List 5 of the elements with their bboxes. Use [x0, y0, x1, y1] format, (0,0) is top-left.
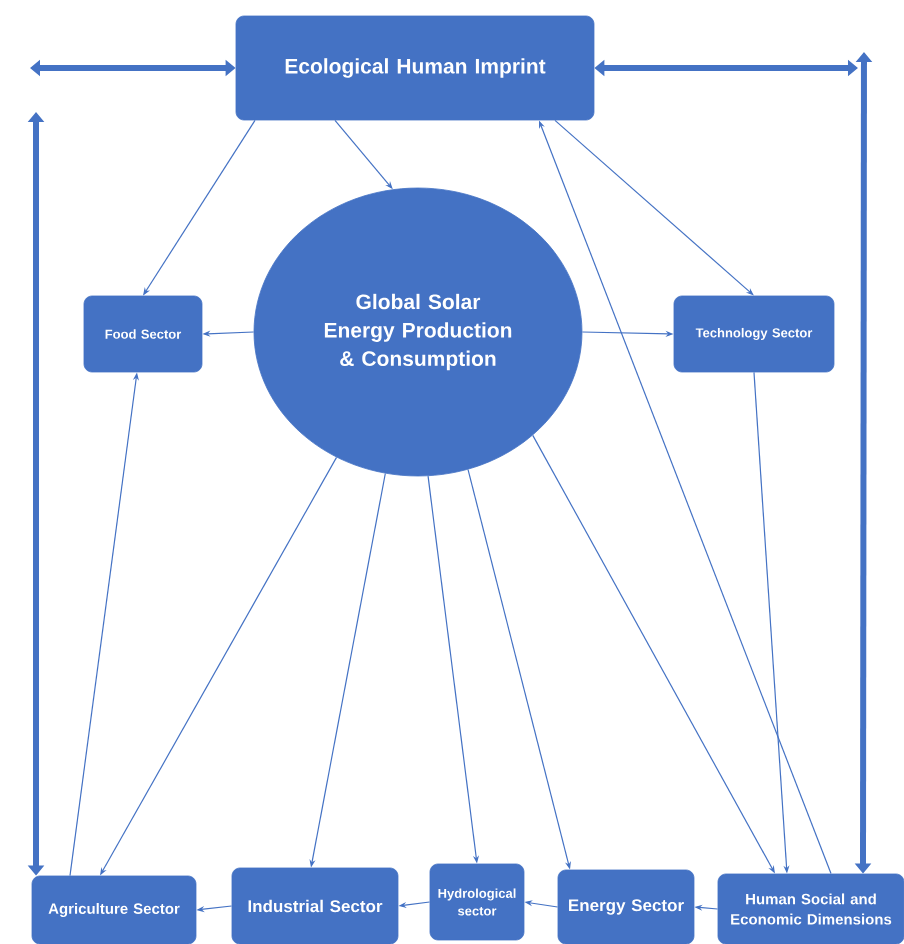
sector-box: Industrial Sector	[231, 867, 399, 944]
ellipse-node: Global Solar Energy Production & Consumption	[253, 187, 583, 477]
title-box: Ecological Human Imprint	[235, 15, 595, 121]
arrow	[554, 119, 754, 296]
sector-box: Energy Sector	[557, 869, 695, 944]
